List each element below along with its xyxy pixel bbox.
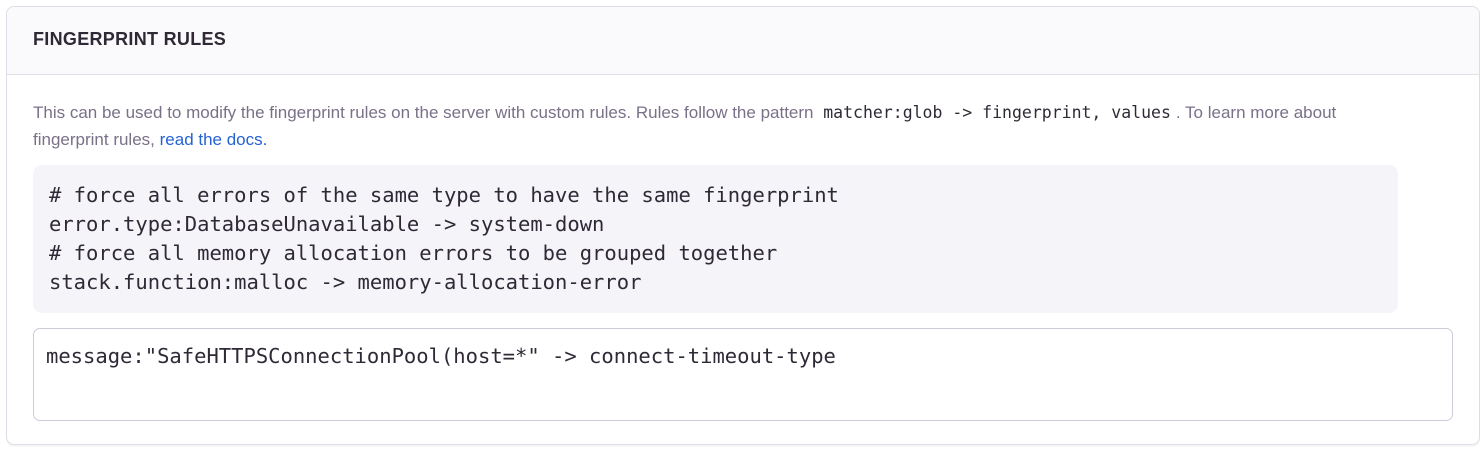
description-text-after: . To learn more about fingerprint rules, bbox=[33, 103, 1337, 149]
description-text-before: This can be used to modify the fingerpri… bbox=[33, 103, 819, 122]
panel-title: FINGERPRINT RULES bbox=[33, 29, 227, 49]
fingerprint-rules-panel: FINGERPRINT RULES This can be used to mo… bbox=[6, 6, 1480, 445]
panel-body: This can be used to modify the fingerpri… bbox=[7, 75, 1479, 444]
fingerprint-rules-textarea[interactable]: message:"SafeHTTPSConnectionPool(host=*"… bbox=[33, 328, 1453, 421]
description-block: This can be used to modify the fingerpri… bbox=[33, 99, 1398, 313]
example-rules-code-block: # force all errors of the same type to h… bbox=[33, 165, 1398, 313]
read-the-docs-link[interactable]: read the docs. bbox=[159, 130, 268, 149]
description-text: This can be used to modify the fingerpri… bbox=[33, 99, 1398, 153]
panel-header: FINGERPRINT RULES bbox=[7, 7, 1479, 75]
pattern-inline-code: matcher:glob -> fingerprint, values bbox=[823, 103, 1171, 122]
